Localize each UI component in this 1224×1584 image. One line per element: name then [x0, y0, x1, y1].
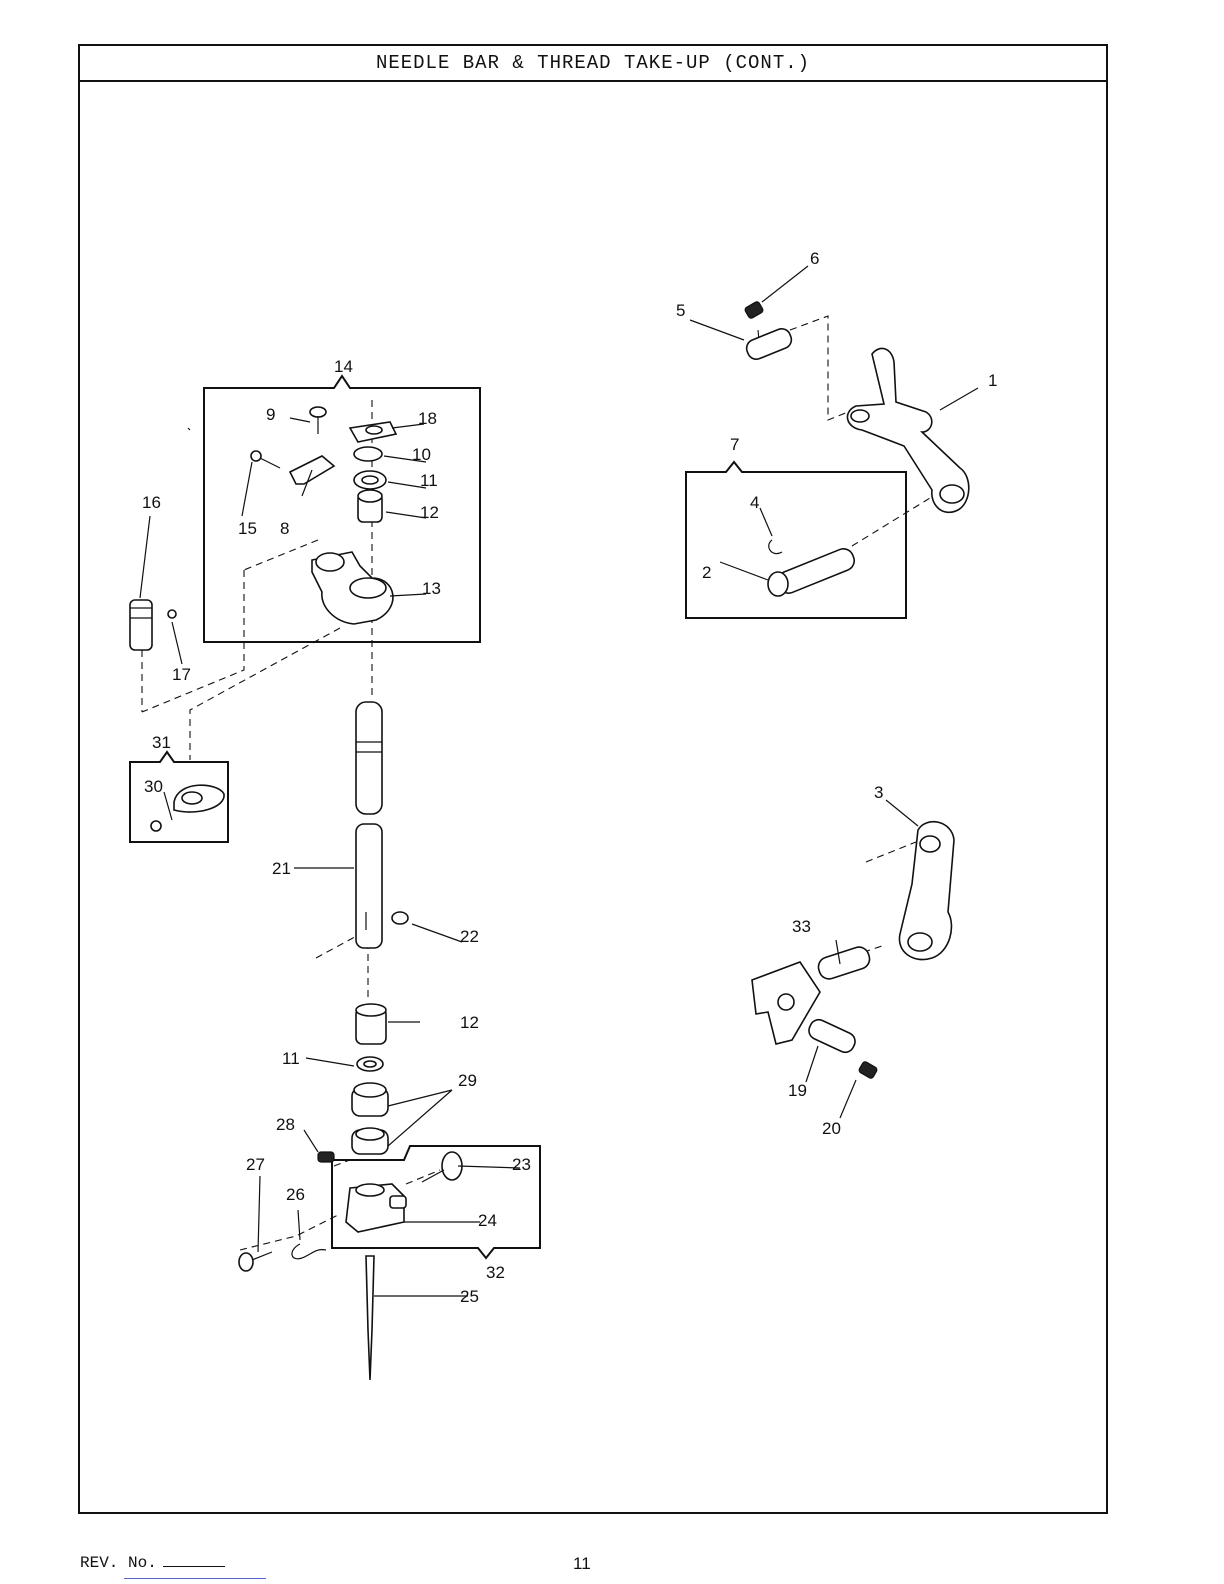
- revision-blank-line: [163, 1566, 225, 1567]
- part-screw-28: [318, 1152, 334, 1162]
- callout-5: 5: [676, 301, 685, 320]
- part-guide-16: [130, 600, 152, 650]
- callout-33: 33: [792, 917, 811, 936]
- callout-10: 10: [412, 445, 431, 464]
- revision-label: REV. No.: [80, 1554, 157, 1572]
- part-screw-17: [168, 610, 176, 618]
- callout-1: 1: [988, 371, 997, 390]
- callout-12-lower: 12: [460, 1013, 479, 1032]
- part-pin-5: [744, 326, 794, 362]
- callout-2: 2: [702, 563, 711, 582]
- part-collar-18: [350, 422, 396, 442]
- callout-23: 23: [512, 1155, 531, 1174]
- footer-rule: [124, 1578, 266, 1579]
- part-thumb-screw-23: [422, 1152, 462, 1182]
- part-hinge-pin-2: [768, 546, 857, 596]
- part-screw-15: [251, 451, 280, 468]
- group-box-7: [686, 462, 906, 618]
- part-take-up-lever-1: [847, 348, 968, 512]
- callout-7: 7: [730, 435, 739, 454]
- callout-21: 21: [272, 859, 291, 878]
- callout-31: 31: [152, 733, 171, 752]
- part-collar-29: [352, 1083, 388, 1154]
- part-washer-11-lower: [357, 1057, 383, 1071]
- part-needle-clamp-24: [346, 1184, 406, 1232]
- callout-18: 18: [418, 409, 437, 428]
- part-screw-22: [392, 912, 408, 924]
- part-bushing-upper: [358, 490, 382, 522]
- part-ring-10: [354, 447, 382, 461]
- callout-29: 29: [458, 1071, 477, 1090]
- part-shaft-33: [816, 945, 872, 982]
- callout-30: 30: [144, 777, 163, 796]
- part-screw-6: [744, 301, 764, 319]
- callout-3: 3: [874, 783, 883, 802]
- callout-11-upper: 11: [420, 471, 438, 490]
- callout-17: 17: [172, 665, 191, 684]
- part-needle-25: [366, 1256, 374, 1380]
- callout-6: 6: [810, 249, 819, 268]
- callout-8: 8: [280, 519, 289, 538]
- callout-15: 15: [238, 519, 257, 538]
- callout-28: 28: [276, 1115, 295, 1134]
- part-washer-11-upper: [354, 471, 386, 489]
- part-retaining-ring-4: [769, 540, 782, 554]
- revision-number-field: REV. No.: [80, 1554, 225, 1572]
- page-number: 11: [573, 1554, 591, 1574]
- callout-25: 25: [460, 1287, 479, 1306]
- part-guide-26: [292, 1244, 326, 1259]
- callout-26: 26: [286, 1185, 305, 1204]
- callout-20: 20: [822, 1119, 841, 1138]
- callout-24: 24: [478, 1211, 497, 1230]
- callout-16: 16: [142, 493, 161, 512]
- callout-22: 22: [460, 927, 479, 946]
- part-needle-bar-lower: [356, 824, 382, 948]
- part-thread-take-up-crank: [312, 552, 393, 624]
- part-connecting-link-3: [899, 822, 954, 960]
- callout-11-lower: 11: [282, 1049, 300, 1068]
- callout-14: 14: [334, 357, 353, 376]
- callout-12-upper: 12: [420, 503, 439, 522]
- part-screw-27: [239, 1252, 272, 1271]
- part-screw-9: [310, 407, 326, 434]
- part-bushing-lower-12: [356, 1004, 386, 1044]
- callout-4: 4: [750, 493, 759, 512]
- part-screw-20: [858, 1061, 878, 1079]
- callout-19: 19: [788, 1081, 807, 1100]
- callout-9: 9: [266, 405, 275, 424]
- callout-27: 27: [246, 1155, 265, 1174]
- part-needle-bar-upper: [356, 702, 382, 814]
- callout-32: 32: [486, 1263, 505, 1282]
- callout-13: 13: [422, 579, 441, 598]
